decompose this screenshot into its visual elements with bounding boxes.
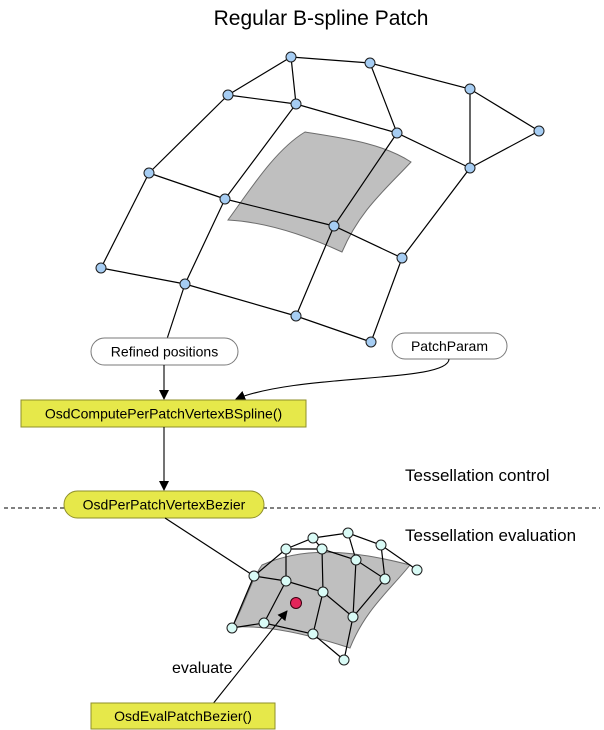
patch-param-node: PatchParam [391, 332, 508, 360]
mesh-row-6 [469, 130, 540, 169]
control-point [347, 611, 359, 623]
control-point [222, 89, 234, 101]
patch-param-label: PatchParam [411, 338, 488, 354]
control-point [307, 532, 319, 544]
compute-vertex-label: OsdComputePerPatchVertexBSpline() [45, 406, 282, 422]
control-point [396, 252, 408, 264]
control-point [379, 573, 391, 585]
control-point [464, 162, 476, 174]
eval-patch-node: OsdEvalPatchBezier() [90, 702, 276, 730]
bezier-col-1 [231, 575, 255, 629]
control-point [316, 543, 328, 555]
eval-patch-label: OsdEvalPatchBezier() [114, 708, 252, 724]
control-point [258, 617, 270, 629]
control-point [375, 539, 387, 551]
control-point [464, 83, 476, 95]
control-point [364, 57, 376, 69]
evaluation-point [290, 597, 302, 609]
bspline-patch-surface [227, 131, 412, 253]
per-patch-vertex-node: OsdPerPatchVertexBezier [63, 490, 265, 519]
control-point [338, 654, 350, 666]
bezier-col-4 [343, 532, 357, 661]
control-point [219, 193, 231, 205]
mesh-col-3 [295, 62, 398, 317]
control-point [285, 51, 297, 63]
evaluate-label: evaluate [172, 660, 233, 677]
control-point [391, 127, 403, 139]
control-point [179, 278, 191, 290]
control-point [143, 167, 155, 179]
mesh-row-5 [227, 94, 471, 169]
control-point [411, 564, 423, 576]
control-point [248, 570, 260, 582]
arrow-patchparam-to-compute [235, 358, 450, 401]
refined-positions-node: Refined positions [90, 337, 239, 366]
control-mesh-bottom [226, 527, 423, 666]
control-point [290, 98, 302, 110]
bezier-row-3 [286, 548, 386, 580]
refined-positions-label: Refined positions [111, 344, 218, 360]
mesh-col-5 [164, 283, 186, 346]
mesh-col-2 [184, 56, 297, 285]
mesh-row-4 [100, 267, 372, 343]
bezier-row-2 [253, 575, 354, 618]
control-point [317, 586, 329, 598]
tessellation-evaluation-label: Tessellation evaluation [405, 526, 576, 545]
mesh-row-2 [148, 94, 229, 174]
control-point [307, 628, 319, 640]
control-point [280, 575, 292, 587]
control-point [533, 125, 545, 137]
control-point [342, 527, 354, 539]
mesh-row-1 [227, 56, 540, 132]
tessellation-control-label: Tessellation control [405, 466, 550, 485]
mesh-row-3 [148, 172, 403, 259]
vertex-to-bezier-connector [164, 517, 255, 577]
per-patch-vertex-label: OsdPerPatchVertexBezier [83, 497, 246, 513]
control-point [290, 310, 302, 322]
control-point [328, 220, 340, 232]
mesh-col-4 [370, 89, 471, 343]
control-point [350, 554, 362, 566]
mesh-col-1 [100, 172, 150, 269]
control-point [280, 543, 292, 555]
diagram-title: Regular B-spline Patch [214, 7, 429, 30]
arrow-eval-to-point [211, 610, 288, 706]
control-point [365, 336, 377, 348]
control-point [226, 622, 238, 634]
bezier-row-4 [231, 622, 345, 661]
compute-vertex-node: OsdComputePerPatchVertexBSpline() [20, 399, 307, 428]
control-mesh-top [95, 51, 545, 348]
control-point [95, 262, 107, 274]
bezier-row-1 [253, 532, 418, 577]
